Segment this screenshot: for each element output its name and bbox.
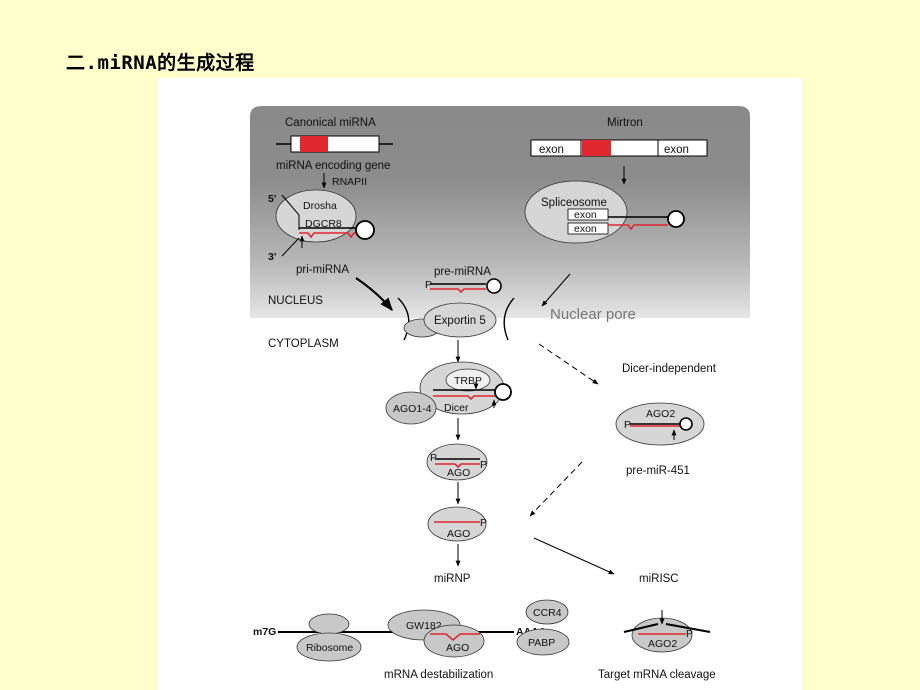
cleavage-target-rna: P <box>623 610 711 640</box>
svg-text:P: P <box>480 517 487 529</box>
ccr4 <box>525 599 569 625</box>
mirna-encoding-gene-graphic <box>276 135 393 153</box>
pre-mirna-label: pre-miRNA <box>434 266 491 278</box>
ago2-label-cleavage: AGO2 <box>648 638 677 650</box>
ago-label-mature: AGO <box>447 528 470 540</box>
svg-text:P: P <box>480 459 487 471</box>
ago2-label-top: AGO2 <box>646 408 675 420</box>
mirtron-exon-right: exon <box>664 144 689 156</box>
target-cleavage-label: Target mRNA cleavage <box>598 669 716 681</box>
spliceosome-exon-top: exon <box>574 209 597 221</box>
svg-text:P: P <box>425 279 432 291</box>
ago-mature-rna: P <box>434 517 487 529</box>
ago-mature-complex <box>427 506 487 542</box>
rnapii-label: RNAPII <box>332 176 367 188</box>
nucleus-region <box>250 106 750 318</box>
spliceosome-label: Spliceosome <box>541 197 607 209</box>
drosha-dgcr8-complex <box>275 189 357 243</box>
ago1-4 <box>385 391 437 425</box>
ago-label-duplex: AGO <box>447 467 470 479</box>
svg-text:P: P <box>624 419 631 431</box>
m7g-label: m7G <box>253 626 276 638</box>
pri-to-pore-arrow <box>355 277 393 312</box>
mirtron-exon-left: exon <box>539 144 564 156</box>
ago1-4-label: AGO1-4 <box>393 403 432 415</box>
five-prime-label: 5' <box>268 193 276 205</box>
mirtron-hairpin <box>608 210 685 231</box>
mirisc-label: miRISC <box>639 573 679 585</box>
gw182-label: GW182 <box>406 620 442 632</box>
mirnp-label: miRNP <box>434 573 471 585</box>
dicer-hairpin <box>433 382 512 408</box>
exportin5-label: Exportin 5 <box>434 315 486 327</box>
canonical-mirna-label: Canonical miRNA <box>285 117 376 129</box>
svg-text:P: P <box>430 452 437 464</box>
dicer-independent-arrow <box>538 343 599 385</box>
exportin5 <box>423 302 497 338</box>
mirna-pathway-diagram: Canonical miRNA miRNA encoding gene RNAP… <box>250 106 750 681</box>
encoding-gene-label: miRNA encoding gene <box>276 160 390 172</box>
pre-mir-451-label: pre-miR-451 <box>626 465 690 477</box>
nuclear-pore-label: Nuclear pore <box>550 306 636 323</box>
trbp <box>445 368 491 392</box>
ago-target-complex <box>423 624 485 658</box>
mirtron-to-pore-arrow <box>541 273 571 307</box>
slide-title: 二.miRNA的生成过程 <box>66 52 255 74</box>
pri-mirna-label: pri-miRNA <box>296 264 349 276</box>
nucleus-label: NUCLEUS <box>268 295 323 307</box>
mrna-destabilization-label: mRNA destabilization <box>384 669 493 681</box>
ago-to-mirisc-arrow <box>533 537 615 575</box>
three-prime-label: 3' <box>268 251 276 263</box>
ribosome <box>296 632 362 662</box>
ccr4-label: CCR4 <box>533 607 562 619</box>
nuclear-pore-right <box>503 297 515 341</box>
spliceosome-exon-bottom: exon <box>574 223 597 235</box>
pre-mir-451-hairpin: P <box>624 417 693 440</box>
spliceosome-exons <box>567 208 609 235</box>
pre-mirna-hairpin: P <box>425 278 502 294</box>
mirtron-label: Mirtron <box>607 117 643 129</box>
mirna-biogenesis-figure: Canonical miRNA miRNA encoding gene RNAP… <box>158 78 802 690</box>
cytoplasm-region <box>250 318 750 324</box>
drosha-label: Drosha <box>303 200 337 212</box>
ago-target-rna <box>430 633 480 642</box>
pabp <box>516 628 570 656</box>
dgcr8-label: DGCR8 <box>305 218 342 230</box>
svg-text:P: P <box>686 628 693 640</box>
ago2-to-mature-arrow <box>529 461 583 517</box>
cytoplasm-label: CYTOPLASM <box>268 338 339 350</box>
ribosome-small <box>308 613 350 635</box>
pri-mirna-hairpin <box>281 194 375 257</box>
ago-label-target: AGO <box>446 642 469 654</box>
ribosome-label: Ribosome <box>306 642 353 654</box>
ago-duplex-complex <box>426 443 488 481</box>
nuclear-pore-left <box>397 297 410 341</box>
ago-duplex-rna: P P <box>430 452 487 471</box>
mirtron-gene-graphic <box>530 139 708 157</box>
dicer-label: Dicer <box>444 402 469 414</box>
trbp-label: TRBP <box>454 375 482 387</box>
dicer-independent-label: Dicer-independent <box>622 363 717 375</box>
pabp-label: PABP <box>528 637 555 649</box>
